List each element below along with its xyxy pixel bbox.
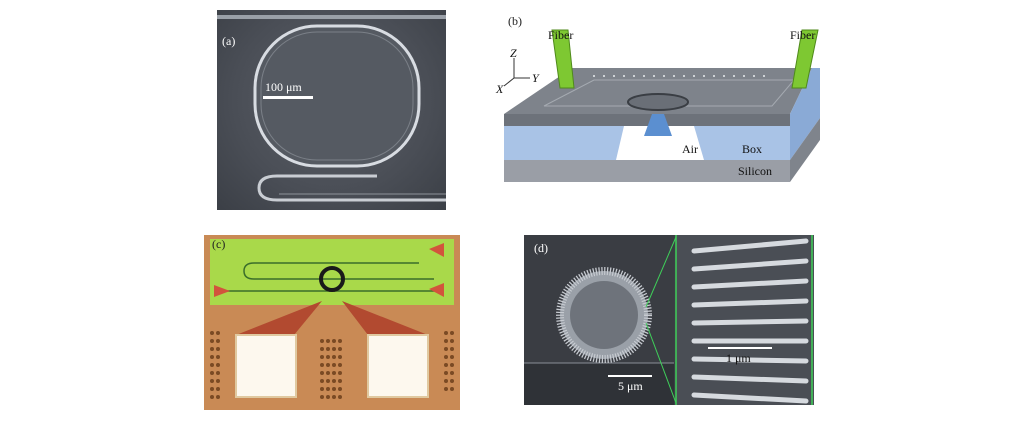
coupler-bottom-right (429, 283, 444, 297)
panel-a-label: (a) (222, 34, 236, 48)
axis-x-label: X (496, 82, 504, 96)
left-subpanel-substrate (524, 363, 674, 405)
dotted-columns (210, 331, 454, 399)
waveguide-upper (243, 262, 434, 280)
fiber-left-label: Fiber (548, 28, 574, 42)
panel-b-label: (b) (508, 14, 522, 28)
fiber-left (551, 29, 575, 89)
panel-d-scale-bar-left (608, 375, 652, 377)
panel-d-graphic (524, 235, 814, 405)
disk-schematic (627, 93, 689, 111)
ring-resonator (319, 266, 345, 292)
lower-waveguide-loop (257, 174, 446, 202)
zoom-line-top (645, 236, 677, 308)
disk-inner-edge (260, 31, 414, 161)
panel-d-scale-label-right: 1 μm (726, 351, 751, 365)
zoom-line-bottom (645, 322, 677, 404)
pad-left (235, 334, 297, 398)
electrode-left-fan (236, 301, 322, 335)
fiber-right (791, 29, 819, 89)
pad-right (367, 334, 429, 398)
axis-triad (503, 58, 530, 87)
grating-dots (593, 75, 765, 77)
fiber-right-label: Fiber (790, 28, 816, 42)
panel-a-scale-label: 100 μm (265, 80, 302, 94)
coupler-left (214, 285, 230, 297)
disk-center (570, 281, 638, 349)
panel-c-optical-micrograph: (c) (204, 235, 460, 410)
silicon-label: Silicon (738, 164, 773, 178)
box-layer-side (790, 68, 820, 160)
box-label: Box (742, 142, 763, 156)
coupler-top-right (429, 243, 444, 257)
top-waveguide (217, 15, 446, 19)
panel-d-sem-grating: (d) 5 μm 1 μm (524, 235, 814, 405)
panel-c-graphic (210, 239, 454, 399)
panel-b-graphic (503, 29, 820, 182)
electrode-right-fan (342, 301, 428, 335)
panel-b-schematic: (b) Fiber Fiber Z Y X Air Box Silicon (494, 10, 820, 186)
air-cavity (616, 126, 704, 160)
panel-a-sem-resonator: (a) 100 μm (217, 10, 446, 210)
silicon-substrate-side (790, 118, 820, 182)
silicon-substrate-front (504, 160, 790, 182)
panel-a-scale-bar (263, 96, 313, 99)
panel-c-label: (c) (212, 237, 226, 251)
radial-gratings (556, 267, 652, 363)
grating-teeth-zoom (691, 238, 809, 404)
panel-d-label: (d) (534, 241, 548, 255)
axis-y-label: Y (532, 71, 539, 85)
green-chip-area (210, 239, 454, 305)
air-label: Air (682, 142, 698, 156)
axis-z-label: Z (510, 46, 517, 60)
panel-d-scale-label-left: 5 μm (618, 379, 643, 393)
pedestal (644, 114, 672, 136)
panel-a-graphic (217, 15, 446, 202)
disk-resonator (253, 24, 421, 168)
panel-d-scale-bar-right (708, 347, 772, 349)
device-layer-front (504, 114, 790, 126)
